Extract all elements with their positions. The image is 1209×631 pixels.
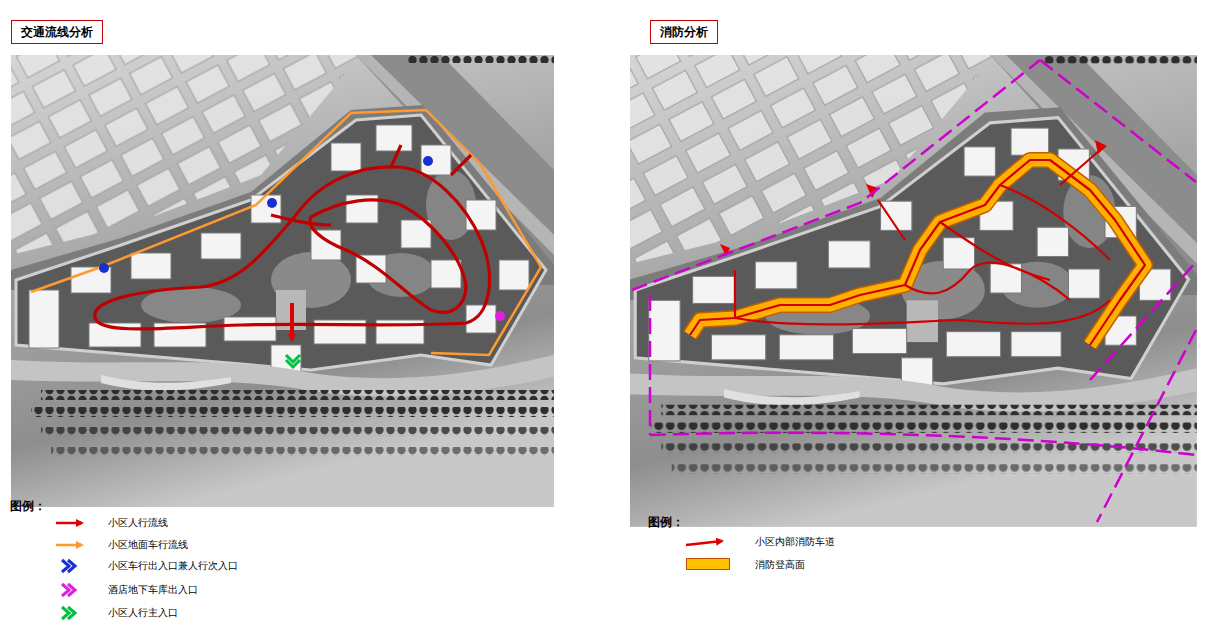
legend-swatch (686, 558, 730, 570)
legend-text: 消防登高面 (755, 559, 805, 571)
legend-text: 小区内部消防车道 (755, 536, 835, 548)
legend-text: 小区车行出入口兼人行次入口 (108, 560, 238, 572)
title-box: 消防分析 (650, 20, 718, 44)
title-text: 交通流线分析 (21, 25, 102, 39)
title-box: 交通流线分析 (11, 20, 103, 44)
legend-text: 酒店地下车库出入口 (108, 584, 198, 596)
legend-text: 小区地面车行流线 (108, 539, 188, 551)
legend-text: 小区人行主入口 (108, 607, 178, 619)
title-text: 消防分析 (660, 25, 717, 39)
legend-heading: 图例： (648, 515, 684, 529)
legend-heading: 图例： (10, 499, 46, 513)
legend-text: 小区人行流线 (108, 517, 168, 529)
